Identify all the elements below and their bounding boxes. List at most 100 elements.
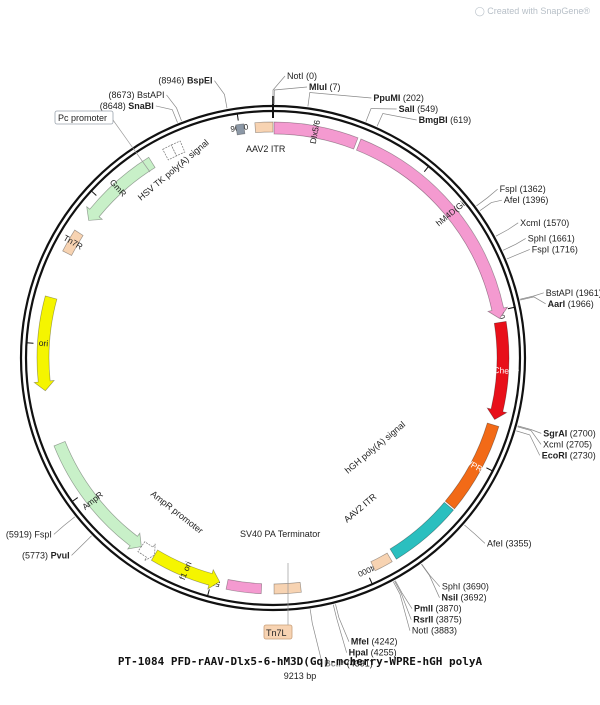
tick-mark (71, 497, 79, 503)
site-position: (3690) (463, 582, 489, 592)
site-label: PmlI (3870) (414, 604, 462, 614)
feature-f1-ori[interactable] (150, 549, 221, 590)
site-snabi-8648[interactable]: (8648) SnaBI (100, 101, 178, 123)
site-sphi-3690[interactable]: SphI (3690) (421, 563, 489, 592)
site-label: AfeI (3355) (487, 538, 532, 548)
site-enzyme-name: AarI (548, 299, 566, 309)
feature-ori[interactable] (33, 295, 58, 392)
site-pvui-5773[interactable]: (5773) PvuI (22, 535, 92, 561)
site-label: PpuMI (202) (373, 93, 424, 103)
site-position: (5919) (6, 529, 32, 539)
feature-aav2-itr[interactable] (370, 552, 393, 572)
tick-mark (486, 467, 493, 472)
site-mlui-7[interactable]: MluI (7) (273, 82, 341, 105)
site-ecori-2730[interactable]: EcoRI (2730) (516, 430, 596, 460)
feature-aav2-itr[interactable] (254, 121, 274, 134)
site-label: XcmI (1570) (520, 218, 569, 228)
snapgene-watermark: ◯ Created with SnapGene® (475, 6, 590, 17)
site-leader-line (476, 188, 498, 207)
site-noti-3883[interactable]: NotI (3883) (392, 581, 457, 636)
site-nsii-3692[interactable]: NsiI (3692) (421, 563, 487, 603)
site-enzyme-name: FspI (500, 184, 518, 194)
feature-wpre[interactable] (444, 422, 500, 510)
feature-pc-promoter[interactable] (170, 140, 186, 157)
site-position: (2705) (566, 439, 592, 449)
bp-ticks: 100020003000400050006000700080009000 (26, 113, 515, 597)
site-label: HpaI (4255) (349, 648, 397, 658)
site-position: (8648) (100, 101, 126, 111)
site-position: (4391) (347, 659, 373, 669)
site-label: EcoRI (2730) (542, 450, 596, 460)
site-leader-line (71, 535, 92, 556)
feature-gray-box[interactable] (235, 123, 246, 136)
site-pmli-3870[interactable]: PmlI (3870) (394, 580, 462, 614)
site-bcli-4391[interactable]: BclI* (4391) (309, 609, 373, 669)
site-hpai-4255[interactable]: HpaI (4255) (332, 604, 397, 658)
site-leader-line (516, 430, 541, 456)
site-leader-line (517, 426, 542, 445)
site-enzyme-name: BstAPI (137, 90, 165, 100)
site-label: BclI* (4391) (324, 659, 373, 669)
feature-dlx5-6[interactable] (273, 121, 359, 150)
site-label: XcmI (2705) (543, 439, 592, 449)
pc-promoter-callout: Pc promoter (54, 110, 151, 173)
feature-mcherry[interactable] (486, 321, 510, 420)
tn7l-box (263, 624, 293, 640)
site-label: (5773) PvuI (22, 550, 70, 560)
site-bspei-8946[interactable]: (8946) BspEI (158, 76, 228, 109)
site-xcmi-1570[interactable]: XcmI (1570) (495, 218, 569, 237)
tn7l-label: Tn7L (266, 628, 287, 638)
feature-ampr-promoter[interactable] (137, 541, 156, 562)
site-enzyme-name: PmlI (414, 604, 433, 614)
site-afei-3355[interactable]: AfeI (3355) (464, 524, 532, 548)
site-sgrai-2700[interactable]: SgrAI (2700) (517, 425, 596, 438)
site-leader-line (394, 580, 412, 620)
site-xcmi-2705[interactable]: XcmI (2705) (517, 426, 593, 450)
site-fspi-1716[interactable]: FspI (1716) (506, 244, 578, 260)
site-enzyme-name: BmgBI (419, 115, 448, 125)
feature-hgh-poly-a-signal[interactable] (389, 501, 454, 560)
site-position: (1961) (576, 288, 600, 298)
site-aari-1966[interactable]: AarI (1966) (520, 296, 594, 309)
site-position: (1661) (549, 233, 575, 243)
site-enzyme-name: SgrAI (543, 428, 567, 438)
site-label: NotI (3883) (412, 626, 457, 636)
site-label: NotI (0) (287, 71, 317, 81)
site-fspi-5919[interactable]: (5919) FspI (6, 516, 76, 540)
site-position: (1966) (568, 299, 594, 309)
site-leader-line (506, 249, 530, 260)
site-mfei-4242[interactable]: MfeI (4242) (335, 604, 397, 647)
site-leader-line (376, 113, 417, 127)
backbone-ring (19, 96, 527, 612)
site-enzyme-name: PpuMI (373, 93, 400, 103)
site-leader-line (394, 580, 413, 609)
site-bmgbi-619[interactable]: BmgBI (619) (376, 113, 472, 127)
feature-gmr[interactable] (86, 156, 156, 221)
site-enzyme-name: BspEI (187, 76, 213, 86)
site-bstapi-8673[interactable]: (8673) BstAPI (108, 90, 182, 122)
feature-sv40-pa-terminator[interactable] (225, 579, 263, 595)
site-rsrii-3875[interactable]: RsrII (3875) (394, 580, 462, 625)
site-ppumi-202[interactable]: PpuMI (202) (307, 92, 424, 107)
site-leader-line (520, 296, 546, 305)
feature-hm4d-gi[interactable] (356, 138, 509, 319)
map-title: PT-1084 PFD-rAAV-Dlx5-6-hM3D(Gq)-mcherry… (117, 655, 483, 668)
feature-tn7r[interactable] (62, 229, 84, 256)
hgh-polya-label: hGH poly(A) signal (343, 419, 407, 475)
site-sali-549[interactable]: SalI (549) (365, 104, 439, 122)
site-position: (8673) (108, 90, 134, 100)
site-noti-0[interactable]: NotI (0) (272, 71, 317, 104)
site-afei-1396[interactable]: AfeI (1396) (479, 195, 548, 211)
site-fspi-1362[interactable]: FspI (1362) (476, 184, 546, 207)
site-position: (1362) (520, 184, 546, 194)
feature-label-dlx5-6: Dlx5/6 (308, 119, 322, 145)
site-enzyme-name: XcmI (520, 218, 541, 228)
site-label: SalI (549) (399, 104, 439, 114)
site-bstapi-1961[interactable]: BstAPI (1961) (520, 288, 600, 300)
feature-ampr[interactable] (53, 440, 142, 550)
site-sphi-1661[interactable]: SphI (1661) (502, 233, 575, 251)
site-enzyme-name: BclI* (324, 659, 345, 669)
site-label: BmgBI (619) (419, 115, 472, 125)
site-leader-line (520, 292, 544, 300)
